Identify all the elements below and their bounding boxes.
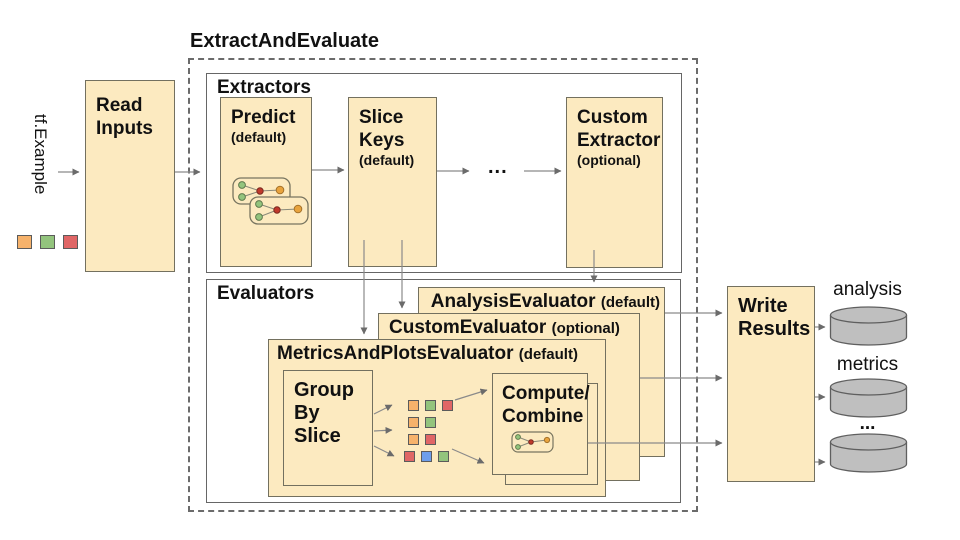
example-square-green — [438, 451, 449, 462]
custom-extractor-box: Custom Extractor (optional) — [566, 97, 663, 268]
more-outputs-label: ... — [859, 413, 876, 434]
compute-combine-box: Compute/ Combine — [492, 373, 590, 475]
predict-extractor-box: Predict (default) — [220, 97, 312, 267]
slice-row — [404, 451, 453, 462]
metrics-database-icon — [829, 378, 908, 423]
predict-label: Predict — [231, 107, 296, 128]
slice-keys-label: Slice Keys — [359, 107, 405, 151]
example-square-green — [425, 417, 436, 428]
model-graph-icon — [232, 177, 312, 232]
example-square-orange — [408, 434, 419, 445]
example-square-orange — [17, 235, 32, 249]
metrics-output-label: metrics — [836, 354, 899, 375]
metrics-plots-evaluator-label: MetricsAndPlotsEvaluator (default) — [269, 343, 605, 365]
slice-row — [408, 434, 453, 445]
custom-extractor-qualifier: (optional) — [577, 152, 641, 168]
example-square-red — [442, 400, 453, 411]
extractor-ellipsis: ... — [488, 156, 508, 178]
read-inputs-box: Read Inputs — [85, 80, 175, 272]
slice-row — [408, 417, 453, 428]
diagram-title: ExtractAndEvaluate — [190, 30, 379, 52]
example-square-blue — [421, 451, 432, 462]
example-square-red — [63, 235, 78, 249]
group-by-slice-box: Group By Slice — [283, 370, 373, 486]
write-results-label: Write Results — [738, 295, 811, 340]
example-square-green — [425, 400, 436, 411]
extract-and-evaluate-boundary — [188, 58, 698, 512]
custom-extractor-label: Custom Extractor — [577, 107, 661, 151]
read-inputs-label: Read Inputs — [96, 95, 153, 139]
tf-example-label: tf.Example — [31, 114, 50, 195]
analysis-output-label: analysis — [833, 279, 902, 300]
compute-combine-label: Compute/ Combine — [502, 383, 590, 427]
slice-keys-qualifier: (default) — [359, 152, 415, 168]
slice-row — [408, 400, 453, 411]
group-by-slice-label: Group By Slice — [294, 379, 354, 447]
predict-qualifier: (default) — [231, 129, 287, 145]
example-square-orange — [408, 417, 419, 428]
extractors-label: Extractors — [217, 77, 311, 98]
analysis-evaluator-qualifier: (default) — [600, 294, 660, 311]
custom-evaluator-label: CustomEvaluator (optional) — [379, 317, 639, 339]
example-square-green — [40, 235, 55, 249]
analysis-database-icon — [829, 306, 908, 351]
example-square-red — [404, 451, 415, 462]
sliced-examples-grid — [404, 400, 453, 468]
more-database-icon — [829, 433, 908, 478]
metrics-plots-evaluator-qualifier: (default) — [518, 346, 578, 363]
custom-evaluator-qualifier: (optional) — [551, 320, 620, 337]
write-results-box: Write Results — [727, 286, 815, 482]
slice-keys-extractor-box: Slice Keys (default) — [348, 97, 437, 267]
metrics-plots-evaluator-name: MetricsAndPlotsEvaluator — [277, 343, 514, 364]
example-square-orange — [408, 400, 419, 411]
example-square-red — [425, 434, 436, 445]
analysis-evaluator-label: AnalysisEvaluator (default) — [419, 291, 664, 313]
combine-graph-icon — [511, 431, 555, 459]
custom-evaluator-name: CustomEvaluator — [389, 317, 547, 338]
analysis-evaluator-name: AnalysisEvaluator — [430, 291, 596, 312]
evaluators-label: Evaluators — [217, 283, 315, 304]
